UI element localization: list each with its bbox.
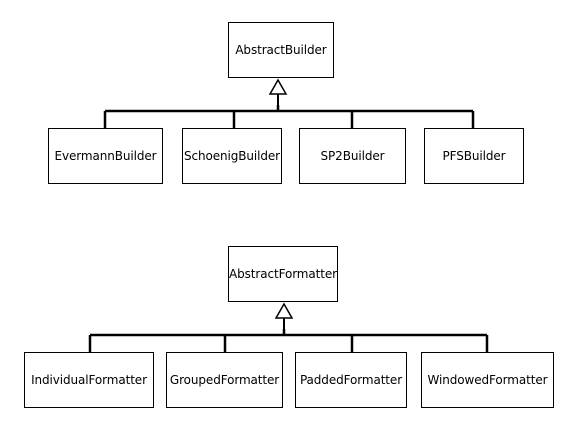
- class-label: IndividualFormatter: [31, 373, 147, 387]
- class-label: SchoenigBuilder: [183, 149, 281, 163]
- formatter-inheritance-arrow: [274, 302, 294, 319]
- class-box-abstract-formatter: AbstractFormatter: [228, 246, 338, 302]
- class-label: SP2Builder: [320, 149, 385, 163]
- class-box-individual-formatter: IndividualFormatter: [24, 352, 154, 408]
- class-label: AbstractBuilder: [235, 43, 327, 57]
- class-box-schoenig-builder: SchoenigBuilder: [182, 128, 282, 184]
- class-label: GroupedFormatter: [169, 373, 280, 387]
- class-box-sp2-builder: SP2Builder: [299, 128, 406, 184]
- class-box-abstract-builder: AbstractBuilder: [228, 22, 334, 78]
- class-box-padded-formatter: PaddedFormatter: [295, 352, 407, 408]
- class-box-evermann-builder: EvermannBuilder: [48, 128, 163, 184]
- formatter-connectors: [88, 329, 489, 352]
- class-box-windowed-formatter: WindowedFormatter: [421, 352, 554, 408]
- class-box-grouped-formatter: GroupedFormatter: [166, 352, 283, 408]
- builder-connectors: [103, 105, 475, 128]
- class-box-pfs-builder: PFSBuilder: [424, 128, 524, 184]
- class-label: WindowedFormatter: [427, 373, 548, 387]
- builder-inheritance-arrow: [268, 78, 288, 95]
- class-label: EvermannBuilder: [54, 149, 157, 163]
- class-label: PaddedFormatter: [299, 373, 403, 387]
- class-label: PFSBuilder: [442, 149, 506, 163]
- class-label: AbstractFormatter: [229, 267, 337, 281]
